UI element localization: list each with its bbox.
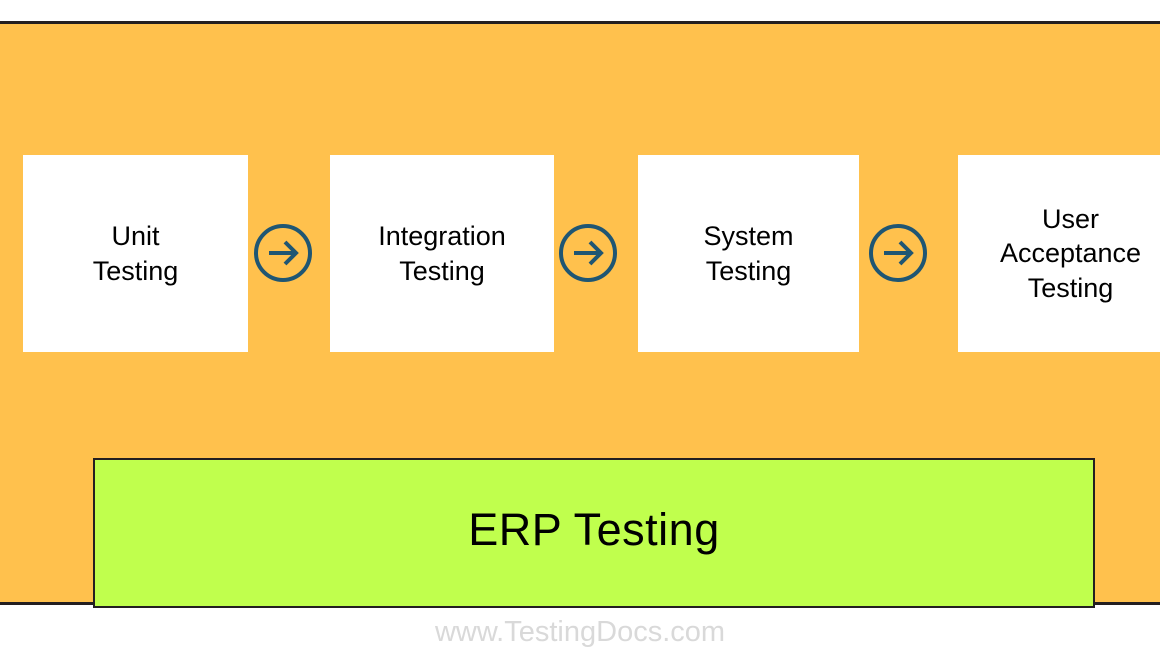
arrow-right-circle-icon — [867, 222, 929, 284]
summary-bar-label: ERP Testing — [468, 504, 720, 555]
stage-box-system-testing[interactable]: System Testing — [638, 155, 859, 352]
stage-box-unit-testing[interactable]: Unit Testing — [23, 155, 248, 352]
stage-box-user-acceptance-testing[interactable]: User Acceptance Testing — [958, 155, 1160, 352]
stage-box-integration-testing[interactable]: Integration Testing — [330, 155, 554, 352]
watermark-text: www.TestingDocs.com — [434, 616, 726, 648]
arrow-right-circle-icon — [557, 222, 619, 284]
arrow-right-circle-icon — [252, 222, 314, 284]
summary-bar-erp-testing[interactable]: ERP Testing — [93, 458, 1095, 608]
